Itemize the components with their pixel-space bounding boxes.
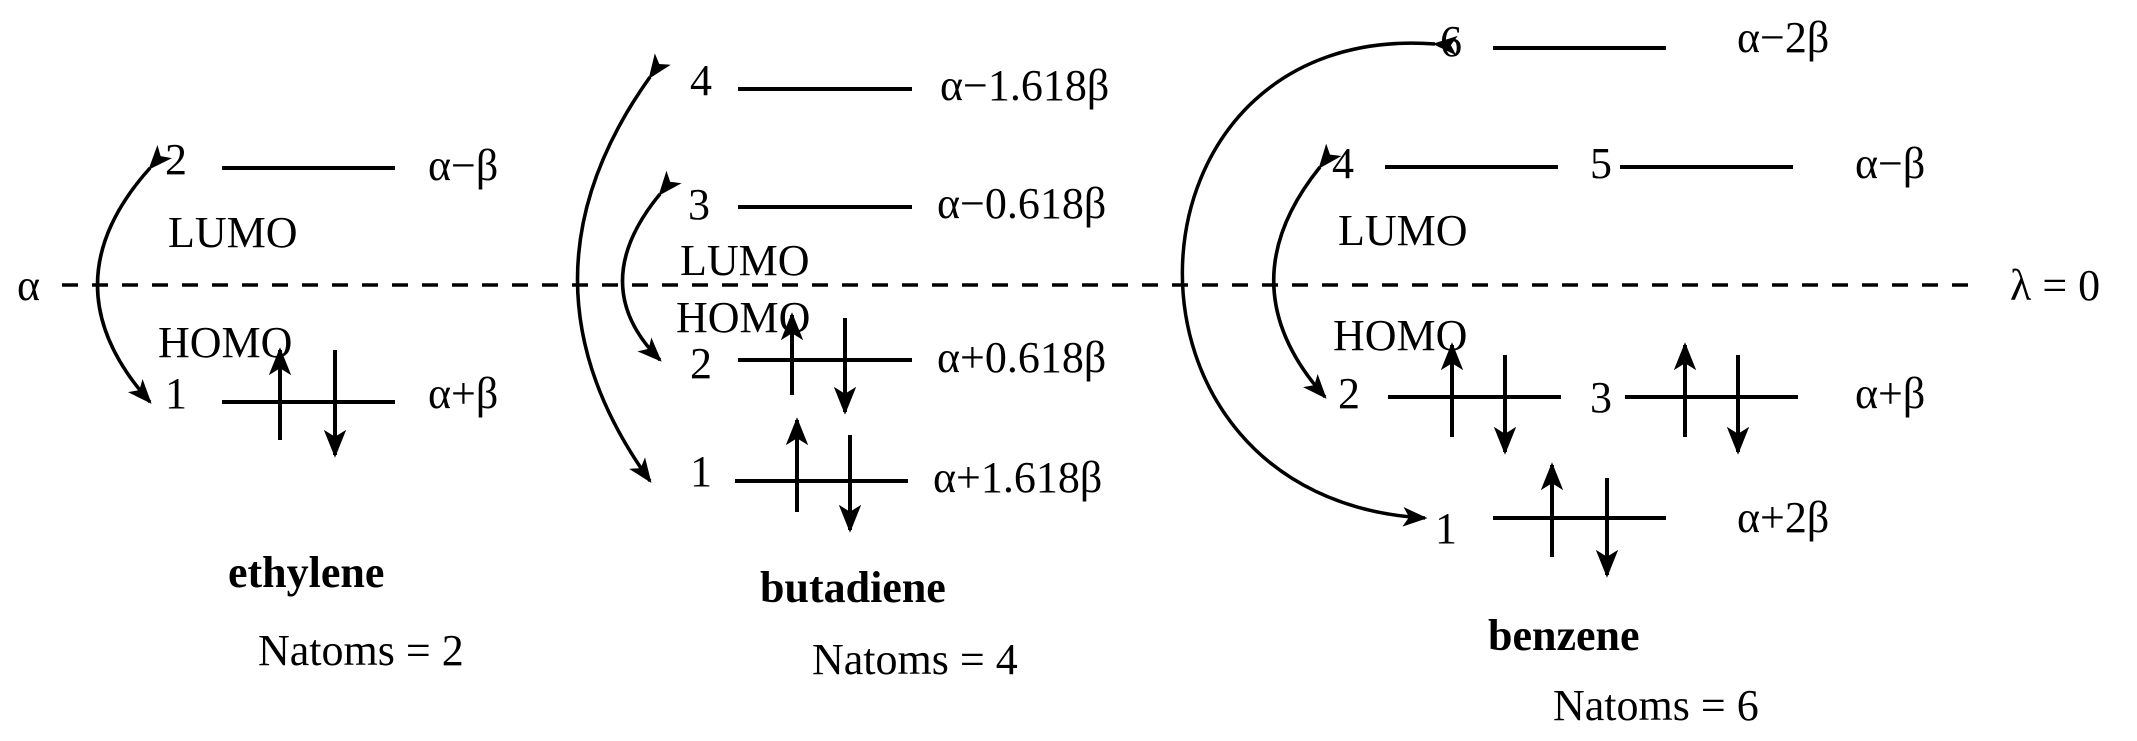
butadiene-full-span-arrow-icon	[575, 53, 671, 483]
butadiene-level-3-index: 3	[688, 180, 710, 229]
benzene-level-4-5-energy: α−β	[1855, 139, 1925, 188]
ethylene-level-2-energy: α−β	[428, 141, 498, 190]
butadiene-lumo-label: LUMO	[680, 236, 810, 285]
benzene-level-3-index: 3	[1590, 373, 1612, 422]
butadiene-level-1-energy: α+1.618β	[933, 453, 1102, 502]
butadiene-level-4-index: 4	[690, 56, 712, 105]
ethylene-natoms: Natoms = 2	[258, 626, 464, 675]
ethylene-level-1-index: 1	[165, 369, 187, 418]
benzene-level-2-index: 2	[1338, 369, 1360, 418]
ethylene-homo-label: HOMO	[158, 318, 292, 367]
benzene-name: benzene	[1488, 611, 1640, 660]
benzene-lumo-label: LUMO	[1338, 206, 1468, 255]
benzene-homo-label: HOMO	[1333, 311, 1467, 360]
benzene-natoms: Natoms = 6	[1553, 681, 1759, 730]
benzene-level-6-energy: α−2β	[1737, 13, 1829, 62]
ethylene-homo-lumo-transition-arrow-icon	[95, 145, 173, 404]
butadiene-homo-lumo-transition-arrow-icon	[620, 170, 682, 362]
butadiene-level-3-energy: α−0.618β	[937, 179, 1106, 228]
ethylene-diagram: 2 α−β LUMO HOMO 1 α+β ethylene Natoms = …	[95, 135, 498, 675]
butadiene-name: butadiene	[760, 563, 946, 612]
benzene-level-5-index: 5	[1590, 139, 1612, 188]
butadiene-level-1-index: 1	[690, 447, 712, 496]
ethylene-lumo-label: LUMO	[168, 208, 298, 257]
benzene-level-6-index: 6	[1440, 17, 1462, 66]
butadiene-level-2-energy: α+0.618β	[937, 333, 1106, 382]
ethylene-level-2-index: 2	[165, 135, 187, 184]
alpha-label: α	[17, 261, 40, 310]
benzene-full-span-arrow-icon	[1180, 35, 1458, 527]
benzene-level-2-3-energy: α+β	[1855, 369, 1925, 418]
butadiene-level-2-index: 2	[690, 339, 712, 388]
benzene-homo-lumo-transition-arrow-icon	[1272, 143, 1342, 399]
butadiene-level-4-energy: α−1.618β	[940, 61, 1109, 110]
butadiene-diagram: 4 α−1.618β 3 α−0.618β LUMO HOMO 2 α+0.61…	[575, 53, 1109, 684]
butadiene-natoms: Natoms = 4	[812, 635, 1018, 684]
ethylene-level-1-energy: α+β	[428, 369, 498, 418]
benzene-level-1-energy: α+2β	[1737, 493, 1829, 542]
ethylene-name: ethylene	[228, 548, 384, 597]
benzene-level-1-index: 1	[1435, 504, 1457, 553]
lambda-zero-label: λ = 0	[2010, 261, 2100, 310]
benzene-diagram: 6 α−2β 4 5 α−β LUMO HOMO 2 3 α+β 1 α+2β …	[1180, 13, 1925, 730]
benzene-level-4-index: 4	[1332, 139, 1354, 188]
